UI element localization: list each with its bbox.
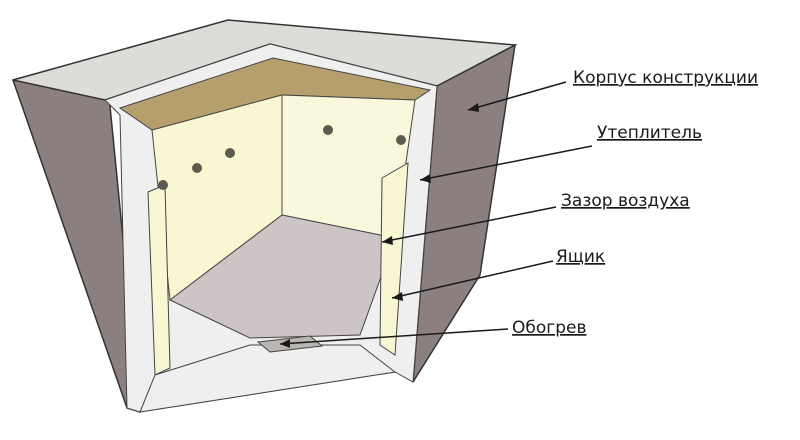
vent-hole bbox=[323, 125, 333, 135]
heating-arrow bbox=[279, 328, 509, 345]
casing-arrow bbox=[467, 81, 567, 111]
casing-arrowhead bbox=[468, 103, 479, 112]
air-gap-label: Зазор воздуха bbox=[561, 191, 690, 211]
vent-hole bbox=[158, 180, 168, 190]
box-arrowhead bbox=[392, 292, 403, 301]
air-gap-arrow bbox=[381, 206, 557, 243]
casing-label: Корпус конструкции bbox=[573, 68, 758, 88]
insulation-arrow bbox=[419, 145, 593, 181]
vent-hole bbox=[396, 135, 406, 145]
vent-hole bbox=[192, 163, 202, 173]
box-arrow bbox=[391, 260, 554, 299]
box-floor bbox=[169, 214, 396, 339]
heating-arrowhead bbox=[280, 339, 290, 348]
air-gap-right bbox=[379, 162, 409, 356]
heating-label: Обогрев bbox=[512, 318, 586, 338]
vent-hole bbox=[225, 148, 235, 158]
insulation-label: Утеплитель bbox=[597, 123, 702, 143]
bottom-insulation-edge bbox=[139, 344, 397, 413]
insulation-arrowhead bbox=[420, 174, 431, 183]
box-label: Ящик bbox=[556, 247, 605, 267]
air-gap-arrowhead bbox=[382, 236, 393, 245]
